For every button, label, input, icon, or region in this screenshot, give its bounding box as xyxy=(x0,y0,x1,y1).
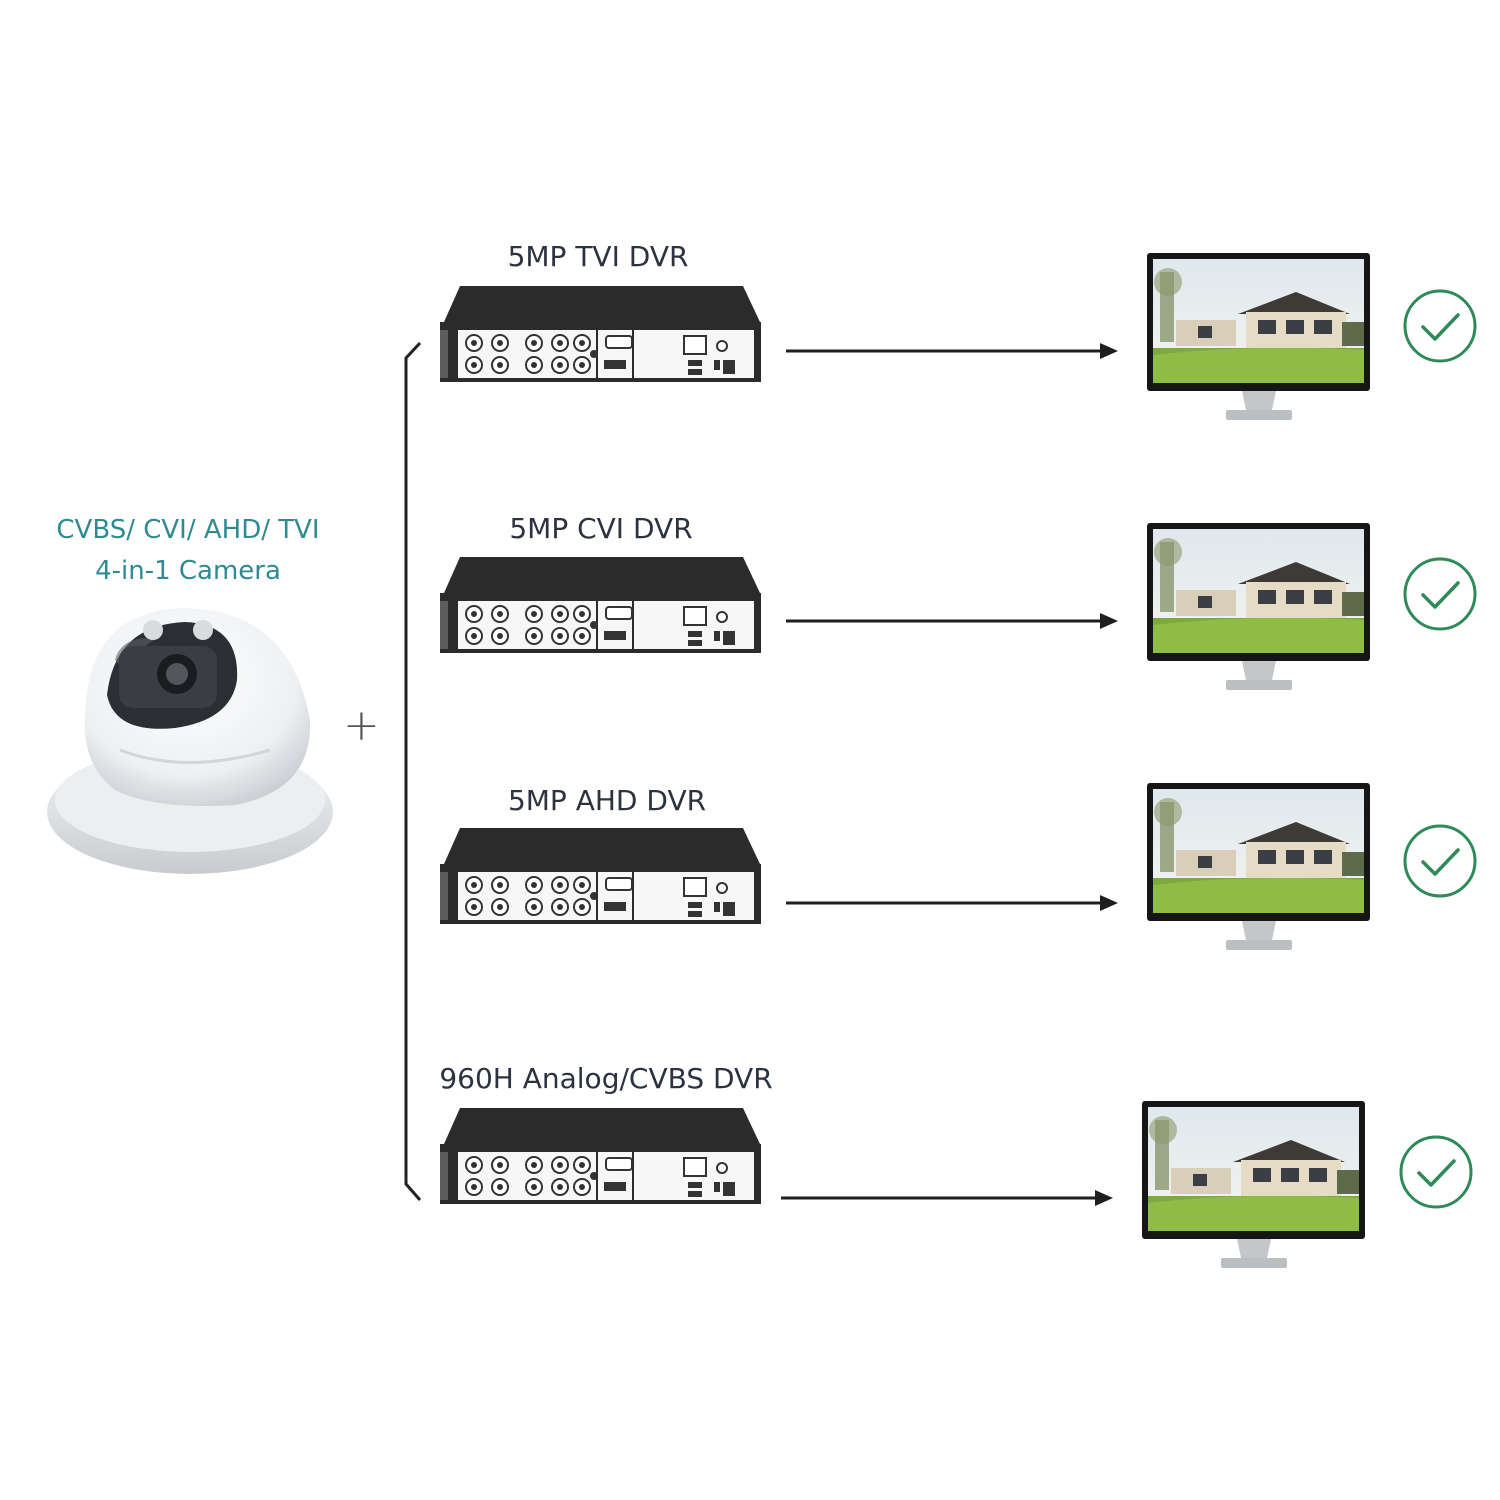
check-circle-icon xyxy=(1403,824,1477,898)
monitor-icon xyxy=(1147,253,1370,420)
check-circle-icon xyxy=(1403,289,1477,363)
monitor-icon xyxy=(1147,523,1370,690)
dvr-label-960h: 960H Analog/CVBS DVR xyxy=(439,1062,773,1095)
monitor-icon xyxy=(1147,783,1370,950)
dome-camera-icon xyxy=(47,608,333,874)
dvr-label-ahd: 5MP AHD DVR xyxy=(507,784,707,817)
check-circle-icon xyxy=(1403,557,1477,631)
arrow-right-icon xyxy=(786,613,1118,629)
dvr-label-cvi: 5MP CVI DVR xyxy=(509,512,693,545)
arrow-right-icon xyxy=(786,895,1118,911)
dvr-recorder-icon xyxy=(440,557,761,653)
arrow-right-icon xyxy=(781,1190,1113,1206)
dvr-recorder-icon xyxy=(440,286,761,382)
dvr-recorder-icon xyxy=(440,1108,761,1204)
monitor-icon xyxy=(1142,1101,1365,1268)
arrow-right-icon xyxy=(786,343,1118,359)
camera-title-line1: CVBS/ CVI/ AHD/ TVI xyxy=(56,515,320,545)
dvr-label-tvi: 5MP TVI DVR xyxy=(507,240,689,273)
camera-title-line2: 4-in-1 Camera xyxy=(95,556,281,586)
camera-title: CVBS/ CVI/ AHD/ TVI 4-in-1 Camera xyxy=(38,510,338,592)
plus-connector: + xyxy=(343,700,380,751)
check-circle-icon xyxy=(1399,1135,1473,1209)
dvr-recorder-icon xyxy=(440,828,761,924)
